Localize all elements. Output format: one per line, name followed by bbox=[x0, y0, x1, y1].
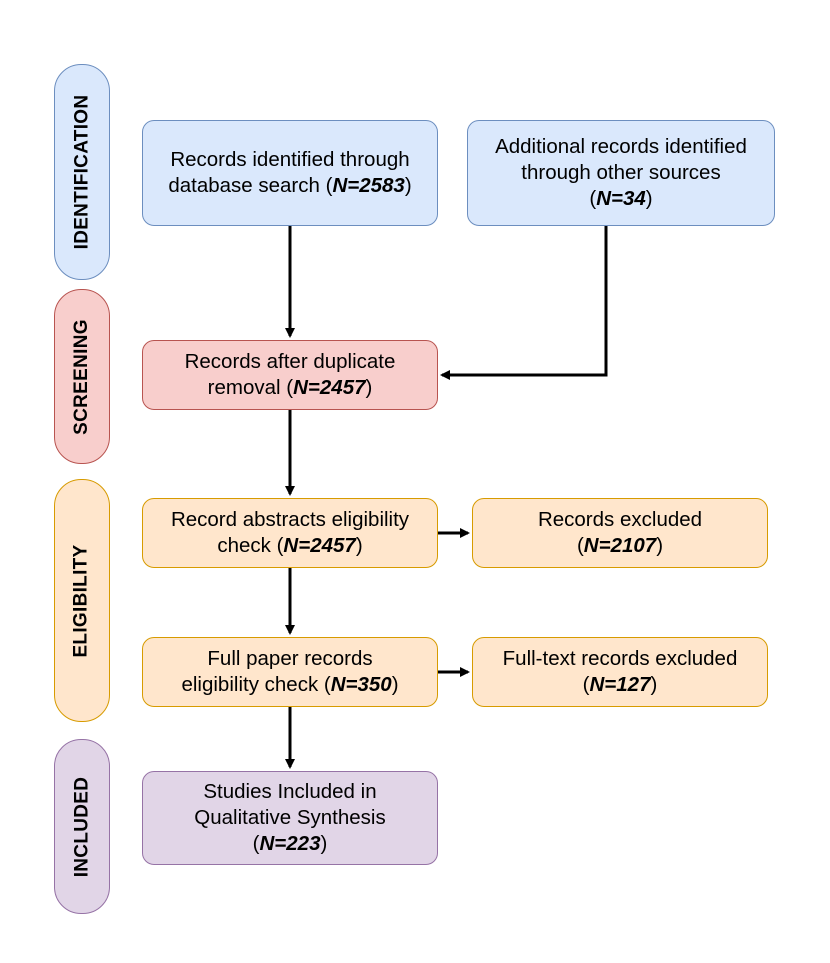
included-studies-line2: Qualitative Synthesis bbox=[194, 806, 386, 829]
abstract-check-count: N=2457 bbox=[283, 534, 356, 557]
full-paper-check-box: Full paper records eligibility check (N=… bbox=[142, 637, 438, 707]
abstract-check-line2: check (N=2457) bbox=[217, 534, 363, 557]
records-excluded-line2: (N=2107) bbox=[576, 534, 664, 557]
other-sources-line2: through other sources bbox=[521, 161, 721, 184]
database-search-count: N=2583 bbox=[332, 174, 405, 197]
included-studies-line3: (N=223) bbox=[252, 832, 328, 855]
stage-label-identification: IDENTIFICATION bbox=[54, 64, 110, 280]
duplicate-removal-count: N=2457 bbox=[293, 376, 366, 399]
abstract-check-line1: Record abstracts eligibility bbox=[170, 508, 410, 531]
full-paper-check-line2: eligibility check (N=350) bbox=[181, 673, 399, 696]
other-sources-line1: Additional records identified bbox=[495, 135, 747, 158]
full-paper-check-count: N=350 bbox=[330, 673, 392, 696]
full-paper-check-line1: Full paper records bbox=[207, 647, 373, 670]
stage-label-included: INCLUDED bbox=[54, 739, 110, 914]
duplicate-removal-line1: Records after duplicate bbox=[184, 350, 396, 373]
other-sources-count: N=34 bbox=[596, 187, 646, 210]
fulltext-excluded-line2: (N=127) bbox=[582, 673, 658, 696]
fulltext-excluded-line1: Full-text records excluded bbox=[502, 647, 738, 670]
stage-label-screening: SCREENING bbox=[54, 289, 110, 464]
duplicate-removal-box: Records after duplicate removal (N=2457) bbox=[142, 340, 438, 410]
arrow-other-to-dedup bbox=[440, 226, 608, 380]
database-search-line2: database search (N=2583) bbox=[168, 174, 412, 197]
records-excluded-line1: Records excluded bbox=[537, 508, 703, 531]
fulltext-excluded-count: N=127 bbox=[589, 673, 651, 696]
abstract-check-box: Record abstracts eligibility check (N=24… bbox=[142, 498, 438, 568]
included-studies-count: N=223 bbox=[259, 832, 321, 855]
database-search-box: Records identified through database sear… bbox=[142, 120, 438, 226]
duplicate-removal-line2: removal (N=2457) bbox=[207, 376, 373, 399]
stage-label-eligibility: ELIGIBILITY bbox=[54, 479, 110, 722]
records-excluded-box: Records excluded (N=2107) bbox=[472, 498, 768, 568]
database-search-line1: Records identified through bbox=[170, 148, 410, 171]
included-studies-box: Studies Included in Qualitative Synthesi… bbox=[142, 771, 438, 865]
included-studies-line1: Studies Included in bbox=[203, 780, 377, 803]
records-excluded-count: N=2107 bbox=[583, 534, 657, 557]
other-sources-box: Additional records identified through ot… bbox=[467, 120, 775, 226]
other-sources-line3: (N=34) bbox=[589, 187, 653, 210]
fulltext-excluded-box: Full-text records excluded (N=127) bbox=[472, 637, 768, 707]
